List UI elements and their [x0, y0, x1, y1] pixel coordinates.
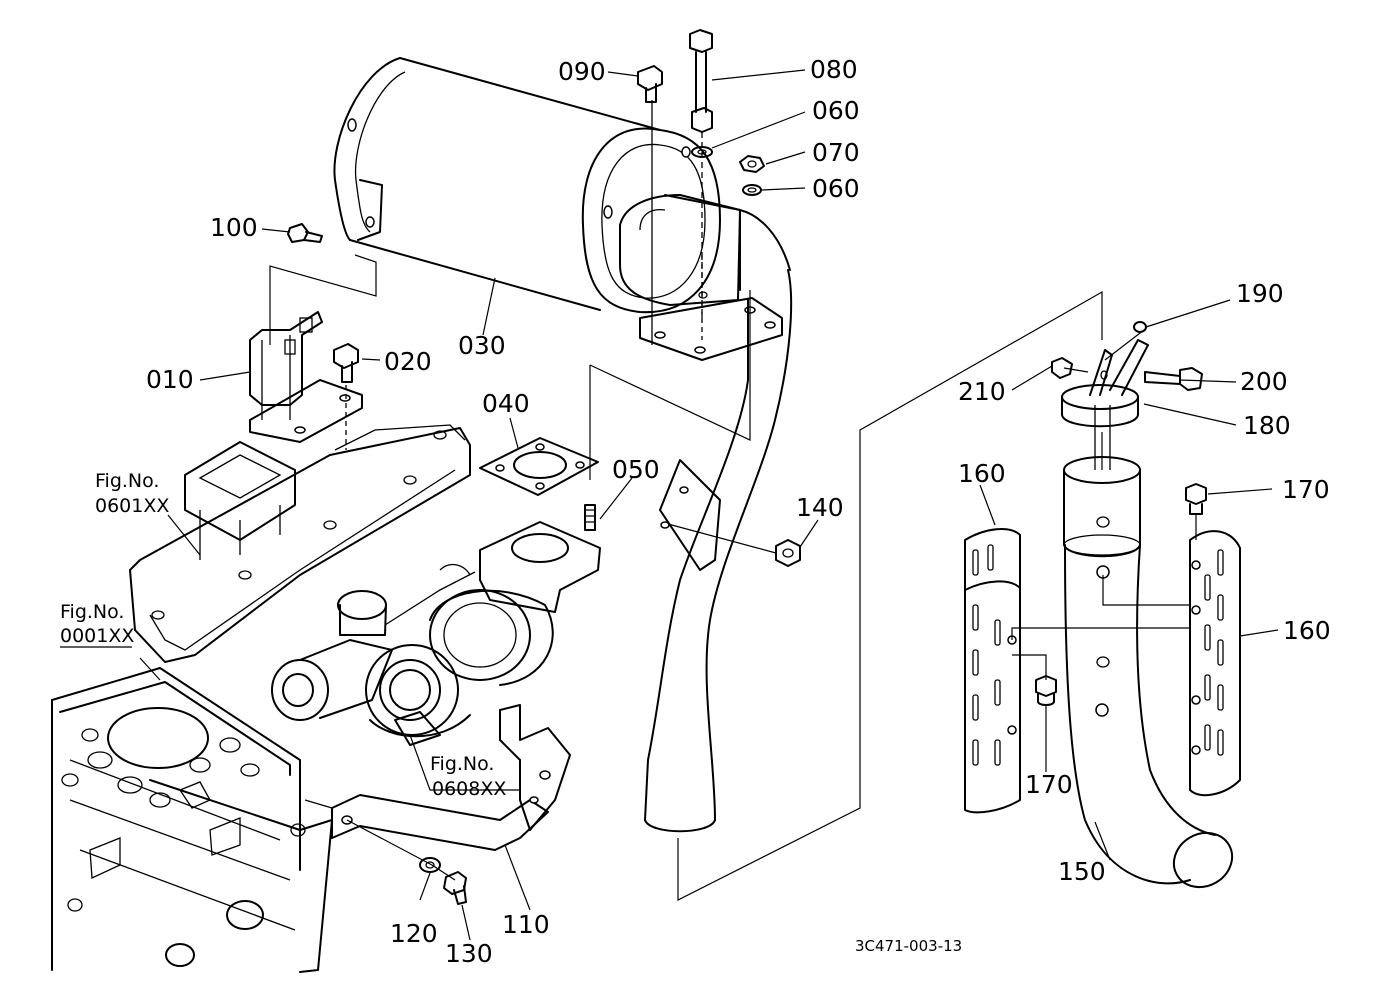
- gasket-040: [479, 437, 599, 496]
- exhaust-pipe-150: [644, 269, 793, 833]
- washer-060-lower: [742, 184, 762, 196]
- bolt-140: [775, 539, 801, 567]
- label-160-right: 160: [1283, 616, 1331, 645]
- fig-ref-0608-prefix: Fig.No.: [430, 753, 494, 775]
- label-130: 130: [445, 939, 493, 968]
- washer-120: [419, 857, 441, 873]
- bolt-090: [637, 65, 663, 103]
- label-080: 080: [810, 55, 858, 84]
- label-050: 050: [612, 455, 660, 484]
- fig-ref-0608-number: 0608XX: [432, 778, 506, 800]
- label-170-lower: 170: [1025, 770, 1073, 799]
- clamp-180: [1061, 339, 1149, 428]
- label-170-upper: 170: [1282, 475, 1330, 504]
- fig-ref-0001-prefix: Fig.No.: [60, 601, 124, 623]
- label-070: 070: [812, 138, 860, 167]
- label-140: 140: [796, 493, 844, 522]
- label-150: 150: [1058, 857, 1106, 886]
- label-190: 190: [1236, 279, 1284, 308]
- leader-lines: [60, 69, 1279, 941]
- engine-block: [51, 667, 333, 973]
- part-labels: 090 080 060 070 060 100 030 020 010 040 …: [146, 55, 1331, 968]
- label-160-left: 160: [958, 459, 1006, 488]
- muffler-030: [333, 57, 791, 361]
- fig-ref-0001-number: 0001XX: [60, 625, 134, 647]
- drawing-code: 3C471-003-13: [855, 937, 962, 955]
- heat-shield-160-right: [1189, 530, 1241, 797]
- turbocharger: [271, 521, 601, 746]
- label-020: 020: [384, 347, 432, 376]
- label-040: 040: [482, 389, 530, 418]
- label-110: 110: [502, 910, 550, 939]
- bracket-010: [249, 311, 363, 443]
- tail-pipe: [1063, 405, 1234, 889]
- label-120: 120: [390, 919, 438, 948]
- label-200: 200: [1240, 367, 1288, 396]
- label-100: 100: [210, 213, 258, 242]
- long-bolt-080: [689, 29, 713, 320]
- nut-210: [1051, 357, 1073, 379]
- bolt-170-lower: [1035, 675, 1057, 706]
- washer-060-upper: [691, 146, 713, 158]
- bolt-200: [1144, 367, 1203, 391]
- label-010: 010: [146, 365, 194, 394]
- bolt-100: [287, 223, 323, 243]
- bolt-020: [333, 343, 359, 450]
- figure-references: Fig.No. 0601XX Fig.No. 0001XX Fig.No. 06…: [60, 470, 506, 800]
- label-090: 090: [558, 57, 606, 86]
- heat-shield-160-left: [964, 528, 1021, 814]
- stud-050: [584, 504, 596, 531]
- label-210: 210: [958, 377, 1006, 406]
- nut-070: [739, 155, 765, 173]
- exhaust-manifold: [129, 424, 471, 663]
- label-060-lower: 060: [812, 174, 860, 203]
- fig-ref-0601-number: 0601XX: [95, 495, 169, 517]
- assembly-lines: [269, 254, 1197, 901]
- label-060-upper: 060: [812, 96, 860, 125]
- bolt-170-upper: [1185, 483, 1207, 515]
- fig-ref-0601-prefix: Fig.No.: [95, 470, 159, 492]
- label-180: 180: [1243, 411, 1291, 440]
- bolt-130: [443, 871, 467, 905]
- label-030: 030: [458, 331, 506, 360]
